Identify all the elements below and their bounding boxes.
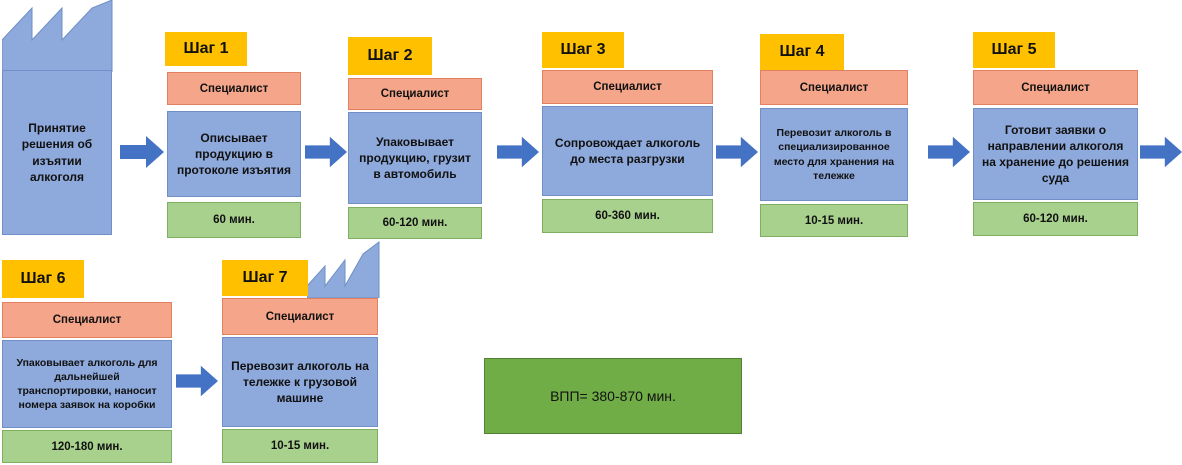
step-2-time: 60-120 мин. (348, 207, 482, 239)
step-5-action: Готовит заявки о направлении алкоголя на… (973, 108, 1138, 200)
step-5-time: 60-120 мин. (973, 202, 1138, 236)
step-6-tag: Шаг 6 (2, 260, 84, 298)
step-7-role: Специалист (222, 298, 378, 335)
factory-roof-icon-end (307, 241, 380, 298)
step-1-action: Описывает продукцию в протоколе изъятия (167, 111, 301, 197)
arrow-right-icon (305, 136, 347, 168)
total-box: ВПП= 380-870 мин. (484, 358, 742, 434)
arrow-right-icon (716, 136, 758, 168)
step-6-time: 120-180 мин. (2, 430, 172, 463)
step-7-action: Перевозит алкоголь на тележке к грузовой… (222, 337, 378, 427)
arrow-right-icon (1140, 136, 1182, 168)
step-7-tag: Шаг 7 (222, 260, 308, 296)
step-4-time: 10-15 мин. (760, 204, 908, 237)
arrow-right-icon (176, 365, 218, 397)
start-box: Принятие решения об изъятии алкоголя (2, 70, 112, 235)
step-3-action: Сопровождает алкоголь до места разгрузки (542, 106, 713, 196)
step-2-tag: Шаг 2 (348, 37, 432, 75)
step-4-tag: Шаг 4 (760, 34, 844, 70)
step-1-tag: Шаг 1 (165, 32, 247, 66)
arrow-right-icon (497, 136, 539, 168)
step-6-role: Специалист (2, 302, 172, 338)
arrow-right-icon (120, 136, 164, 168)
step-5-role: Специалист (973, 70, 1138, 105)
factory-roof-icon (2, 0, 113, 72)
step-3-time: 60-360 мин. (542, 199, 713, 233)
step-4-action: Перевозит алкоголь в специализированное … (760, 108, 908, 201)
step-2-role: Специалист (348, 78, 482, 110)
step-1-time: 60 мин. (167, 202, 301, 238)
step-6-action: Упаковывает алкоголь для дальнейшей тран… (2, 340, 172, 428)
step-2-action: Упаковывает продукцию, грузит в автомоби… (348, 112, 482, 204)
step-4-role: Специалист (760, 70, 908, 105)
step-5-tag: Шаг 5 (973, 32, 1055, 68)
step-1-role: Специалист (167, 72, 301, 105)
step-3-tag: Шаг 3 (542, 32, 624, 68)
step-7-time: 10-15 мин. (222, 429, 378, 463)
step-3-role: Специалист (542, 70, 713, 104)
arrow-right-icon (928, 136, 970, 168)
start-label: Принятие решения об изъятии алкоголя (21, 121, 93, 184)
